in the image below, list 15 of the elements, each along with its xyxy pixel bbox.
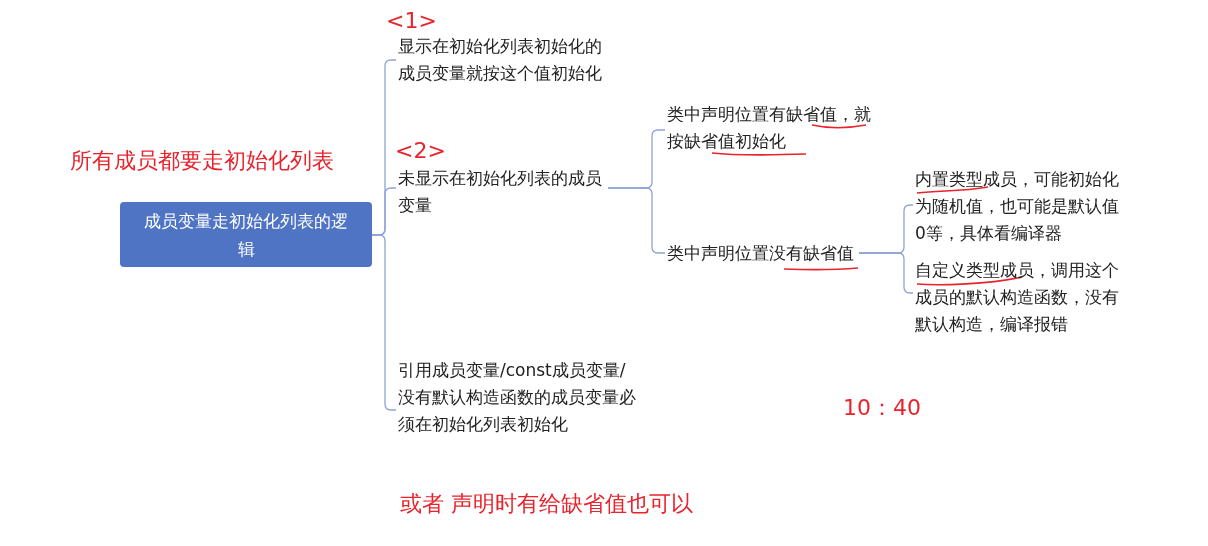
annotation-note: 或者 声明时有给缺省值也可以 [400,490,693,518]
topic-text: 类中声明位置有缺省值，就按缺省值初始化 [667,101,877,157]
topic-text: 显示在初始化列表初始化的成员变量就按这个值初始化 [398,33,608,87]
topic-text: 引用成员变量/const成员变量/没有默认构造函数的成员变量必须在初始化列表初始化 [398,357,636,467]
topic-text: 内置类型成员，可能初始化为随机值，也可能是默认值0等，具体看编译器 [915,166,1125,248]
topic-text: 自定义类型成员，调用这个成员的默认构造函数，没有默认构造，编译报错 [915,257,1125,339]
topic-text: 类中声明位置没有缺省值 [667,240,859,268]
topic-box: 成员变量走初始化列表的逻辑 [120,202,372,267]
annotation-note: 所有成员都要走初始化列表 [70,147,334,175]
branch-number: <2> [395,138,446,164]
connector-line [858,252,914,294]
time-note: 10：40 [843,394,921,422]
branch-number: <1> [386,8,437,34]
topic-text: 未显示在初始化列表的成员变量 [398,165,608,219]
connector-line [371,234,397,411]
